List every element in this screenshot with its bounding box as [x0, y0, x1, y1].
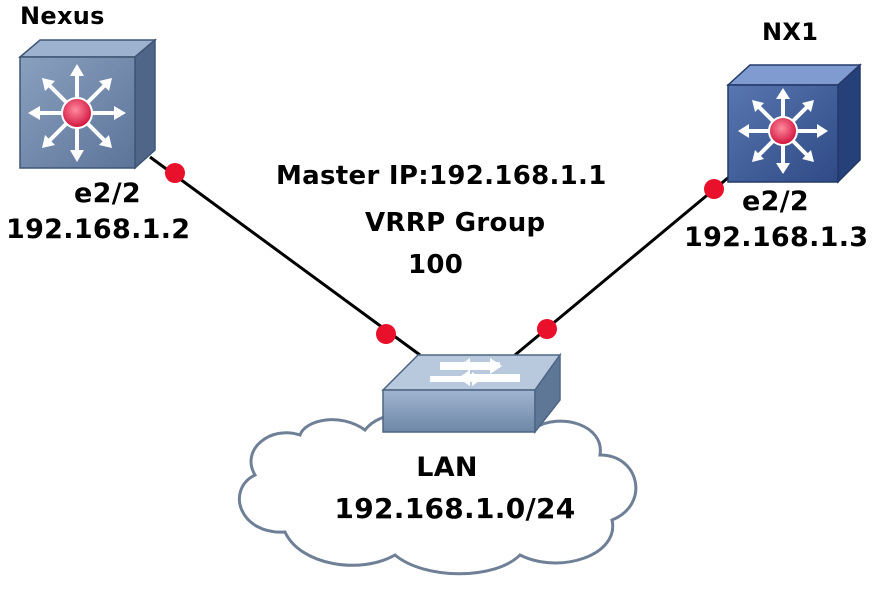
vrrp-group-label: VRRP Group — [365, 208, 546, 238]
vrrp-master-ip-label: Master IP:192.168.1.1 — [276, 161, 607, 191]
lan-subnet-label: 192.168.1.0/24 — [334, 492, 576, 525]
device-name-nx1: NX1 — [762, 18, 819, 46]
lan-label: LAN — [416, 452, 478, 483]
vrrp-group-number: 100 — [408, 250, 464, 280]
port-dot — [704, 179, 724, 199]
workgroup-switch-icon — [381, 352, 562, 435]
link-nexus-to-lan — [149, 155, 421, 357]
multilayer-switch-icon — [17, 38, 158, 170]
multilayer-switch-icon — [726, 63, 862, 184]
port-dot — [165, 163, 185, 183]
device-name-nexus: Nexus — [20, 2, 105, 30]
ip-label-nx1: 192.168.1.3 — [684, 222, 869, 253]
interface-label-nexus: e2/2 — [74, 178, 141, 209]
interface-label-nx1: e2/2 — [742, 186, 809, 217]
port-dot — [376, 324, 396, 344]
ip-label-nexus: 192.168.1.2 — [6, 214, 191, 245]
port-dot — [537, 319, 557, 339]
